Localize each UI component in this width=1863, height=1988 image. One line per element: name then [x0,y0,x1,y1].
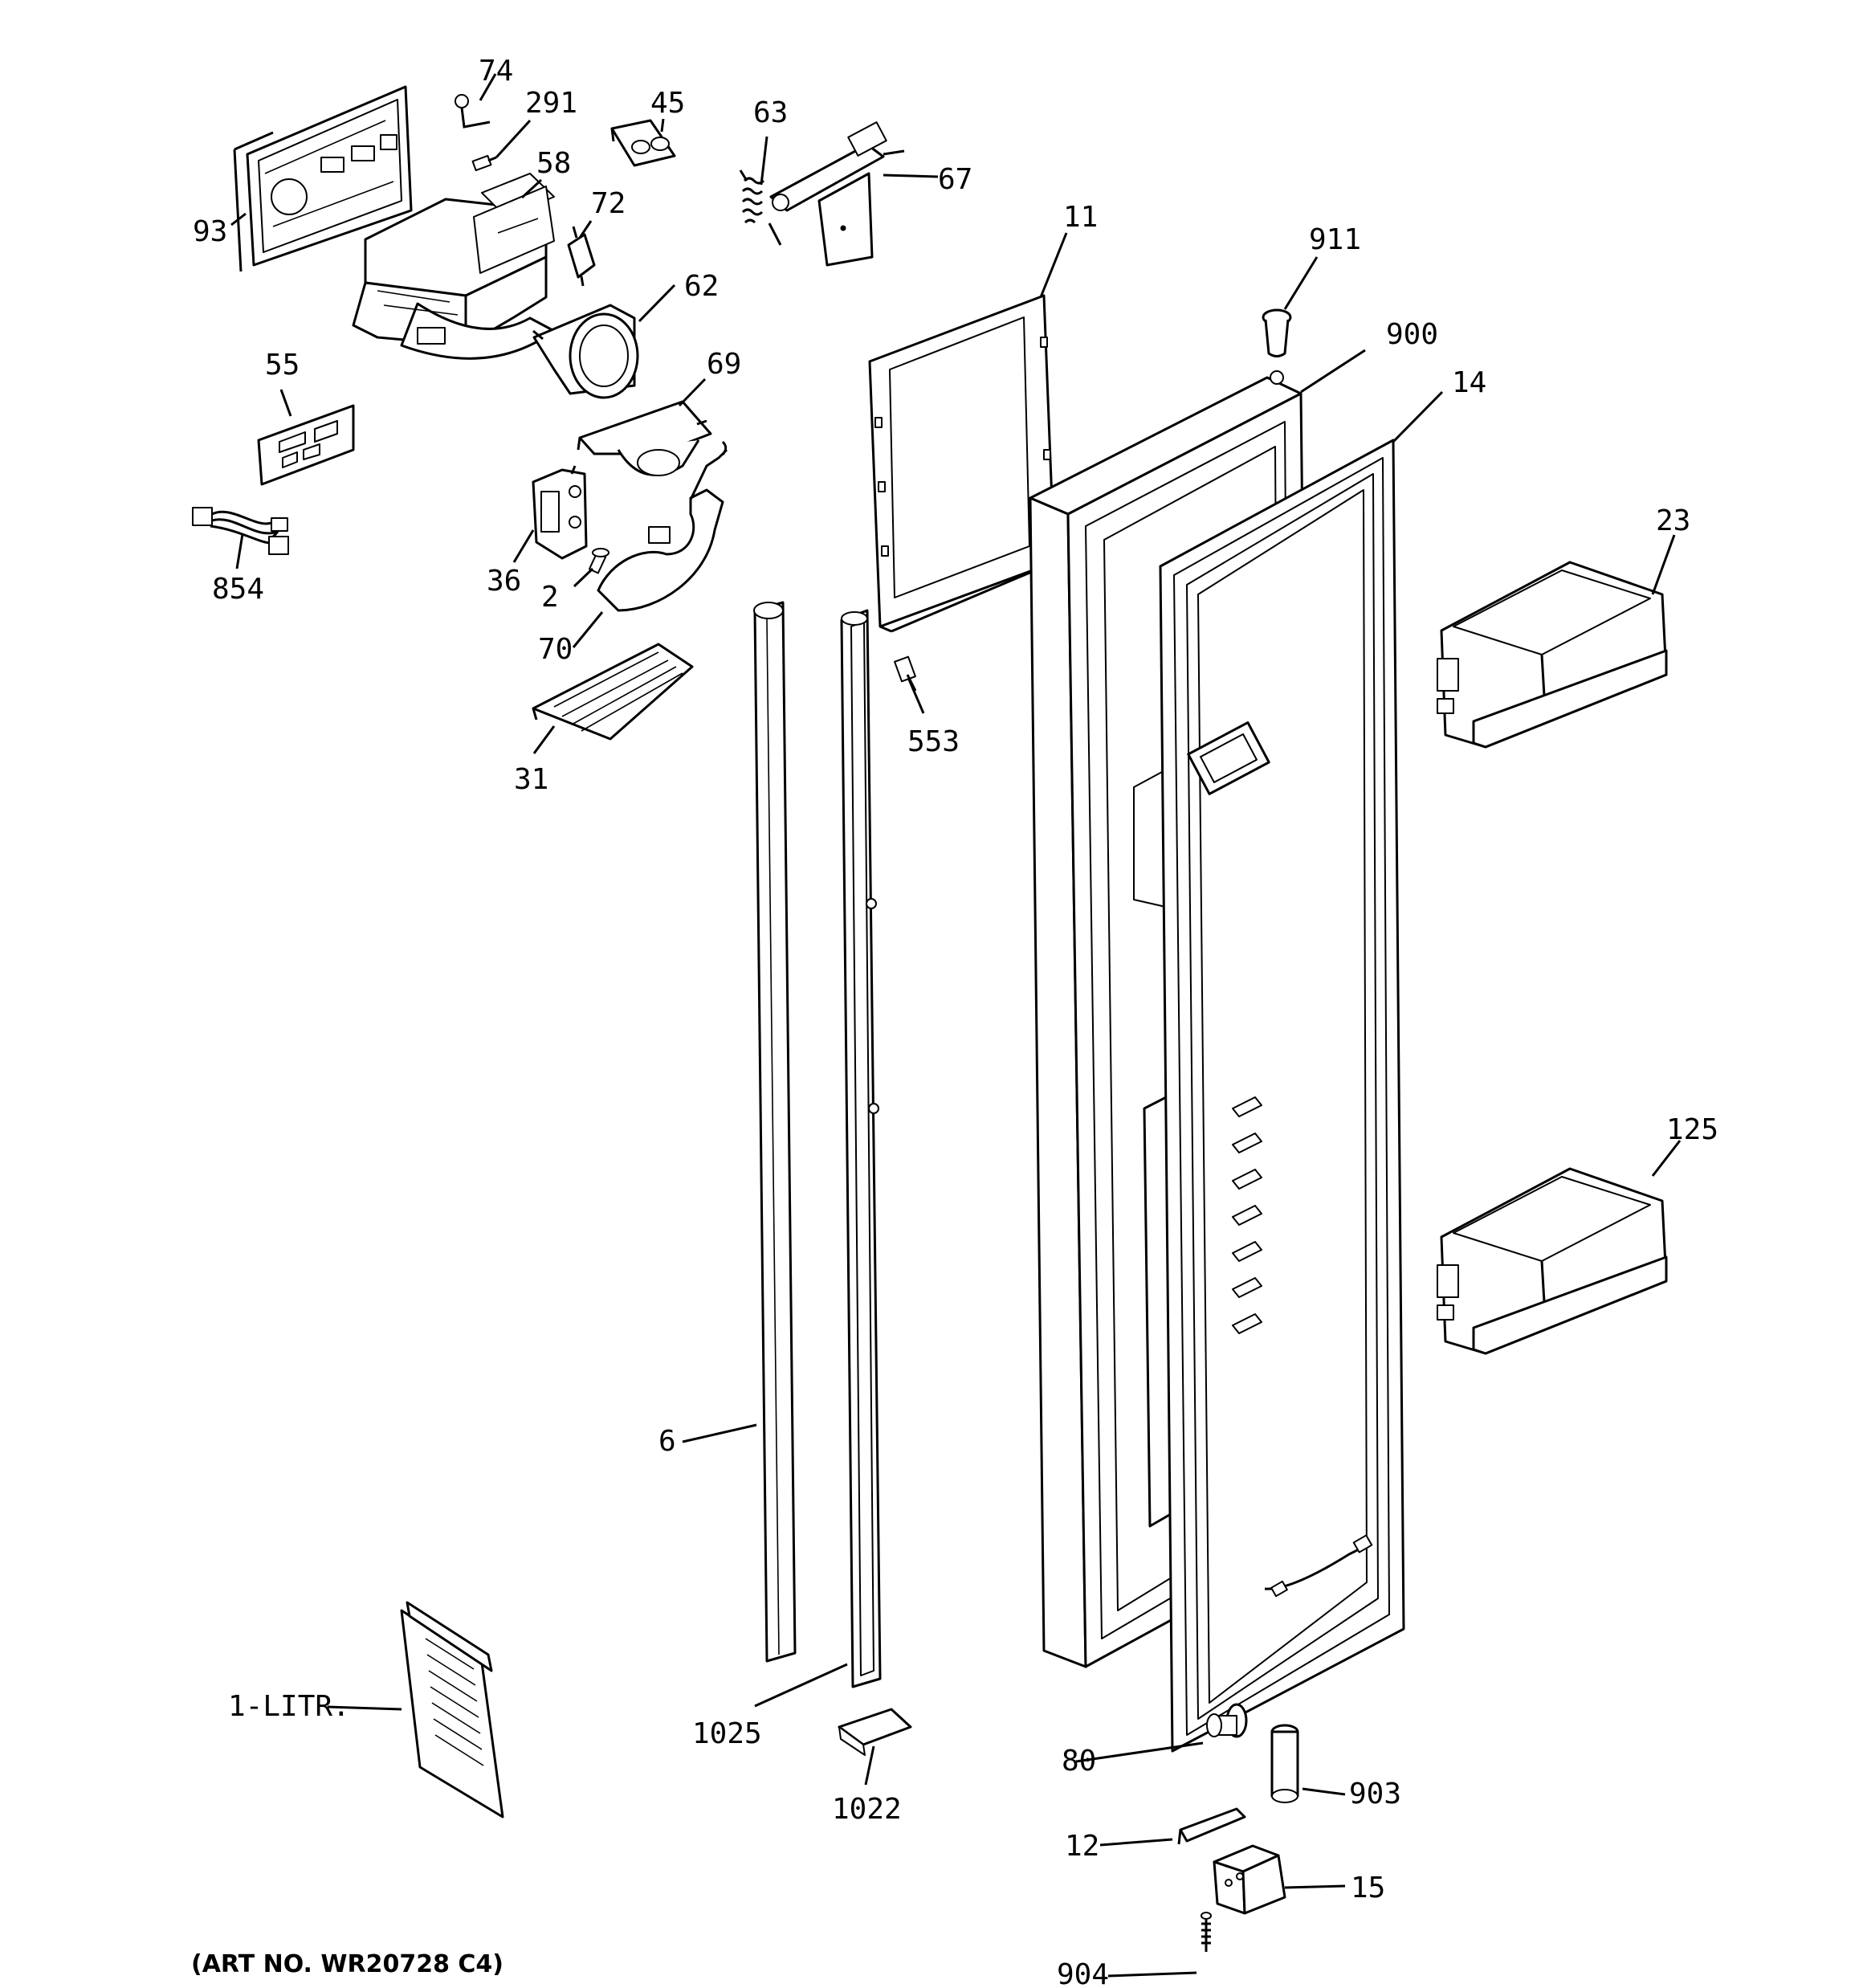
label-80: 80 [1062,1745,1096,1778]
part-1022-hinge-cover [838,1708,912,1756]
label-6: 6 [658,1425,676,1458]
label-67: 67 [938,163,972,196]
label-72: 72 [591,187,626,220]
part-2-screw [588,548,609,574]
part-58-dispenser-housing [352,173,556,360]
label-903: 903 [1349,1778,1401,1810]
label-93: 93 [193,215,227,248]
label-55: 55 [265,349,300,382]
part-93-control-panel [233,85,413,272]
label-911: 911 [1309,223,1361,256]
label-125: 125 [1666,1113,1718,1146]
label-854: 854 [212,573,264,606]
label-12: 12 [1065,1830,1099,1863]
label-11: 11 [1063,201,1098,234]
part-55-circuit-board [257,404,355,486]
label-15: 15 [1351,1872,1385,1904]
label-291: 291 [525,87,577,120]
part-1-literature-booklet [400,1601,504,1819]
part-45-bracket [610,119,676,167]
part-14-door-gasket [1159,439,1405,1753]
label-900: 900 [1386,318,1438,351]
part-70-duct-door [597,440,728,612]
label-45: 45 [650,87,685,120]
label-36: 36 [487,565,521,598]
label-63: 63 [753,96,788,129]
label-553: 553 [907,725,960,758]
part-36-actuator [532,465,588,560]
part-903-hinge-pin [1270,1724,1299,1803]
label-69: 69 [707,348,741,381]
art-number: (ART NO. WR20728 C4) [191,1950,503,1978]
part-904-screw [1201,1912,1212,1952]
part-1025-hinge-trim [840,609,882,1688]
part-291-screw [471,154,497,172]
part-labels: 74 291 45 63 67 58 72 93 62 11 911 900 1… [191,55,1718,1988]
door-shelf-clips [1232,1096,1262,1334]
part-62-door-motor [532,304,639,399]
part-31-drip-tray [532,643,694,741]
part-854-wire-harness [192,507,289,555]
part-23-door-bin [1437,561,1668,749]
part-67-door-arm [769,121,905,267]
label-23: 23 [1656,504,1690,537]
label-1-litr: 1-LITR. [228,1690,350,1723]
part-12-shim [1177,1807,1246,1845]
label-74: 74 [479,55,513,88]
part-6-trim [753,601,797,1663]
part-911-bushing [1262,308,1292,357]
label-31: 31 [514,763,548,796]
leader-lines [230,73,1682,1978]
part-72-switch [567,226,596,287]
label-58: 58 [536,147,571,180]
part-125-door-bin [1437,1167,1668,1355]
label-70: 70 [538,633,573,666]
label-14: 14 [1452,366,1486,399]
label-2: 2 [541,581,559,614]
label-62: 62 [684,270,719,303]
part-69-chute-bracket [577,400,712,476]
part-80-plug [1206,1703,1248,1738]
label-904: 904 [1057,1958,1109,1988]
label-1022: 1022 [832,1793,902,1826]
label-1025: 1025 [692,1717,762,1750]
part-15-hinge [1213,1844,1286,1915]
part-74-switch-wire [455,94,491,129]
part-63-spring [739,169,782,246]
part-11-dispenser-frame [868,294,1056,633]
